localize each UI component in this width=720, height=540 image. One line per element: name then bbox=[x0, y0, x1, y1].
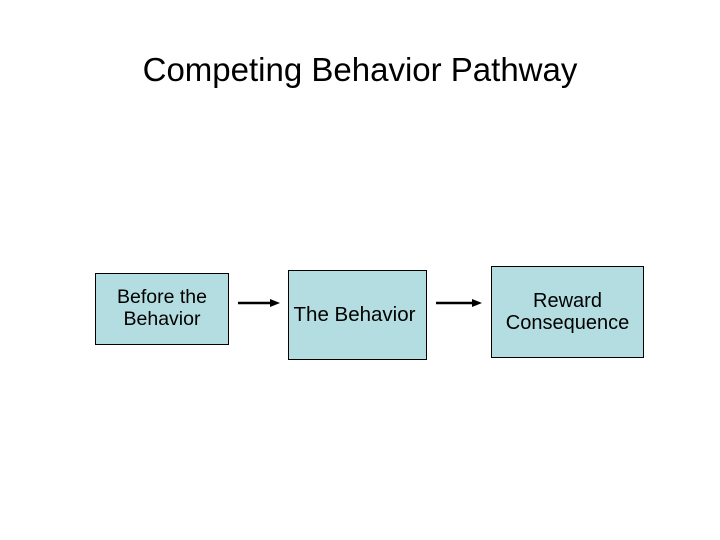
before-the-behavior-label: Before the Behavior bbox=[117, 286, 207, 331]
reward-consequence-line-1: Reward bbox=[533, 289, 602, 312]
right-arrow-icon bbox=[238, 299, 280, 307]
page-title: Competing Behavior Pathway bbox=[142, 51, 578, 88]
the-behavior-label: The Behavior bbox=[293, 303, 416, 326]
before-the-behavior-line-1: Before the bbox=[117, 286, 207, 309]
reward-consequence-label: Reward Consequence bbox=[506, 290, 629, 335]
reward-consequence-line-2: Consequence bbox=[505, 312, 630, 334]
right-arrow-icon bbox=[436, 299, 482, 307]
arrow-behavior-to-reward bbox=[434, 295, 484, 311]
before-the-behavior-line-2: Behavior bbox=[123, 308, 201, 330]
reward-consequence-box[interactable]: Reward Consequence bbox=[491, 266, 644, 358]
before-the-behavior-box[interactable]: Before the Behavior bbox=[95, 273, 229, 345]
arrow-before-to-behavior bbox=[236, 295, 282, 311]
the-behavior-box[interactable]: The Behavior bbox=[288, 270, 427, 360]
